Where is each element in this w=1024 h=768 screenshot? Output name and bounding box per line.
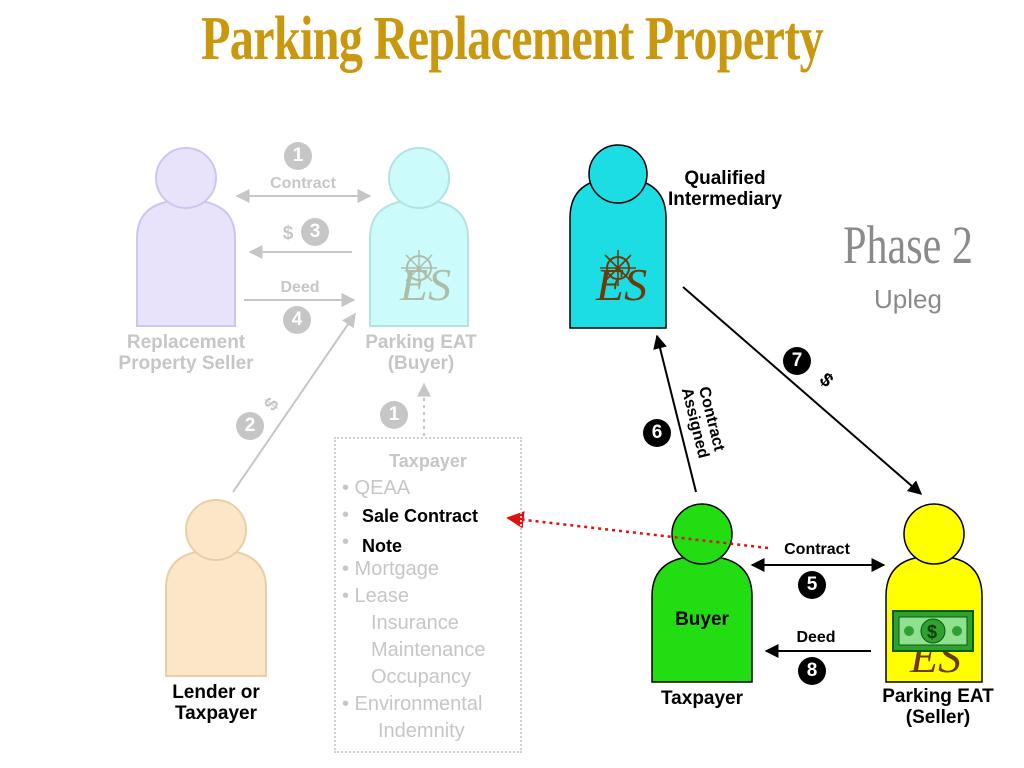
person-head <box>388 147 450 209</box>
person-body <box>136 198 236 327</box>
phase-subtitle: Upleg <box>874 284 942 314</box>
es-logo-icon: ES <box>595 250 647 310</box>
person-body <box>165 548 267 677</box>
step-number-3: 3 <box>301 218 329 246</box>
es-logo-icon: ES <box>399 250 451 310</box>
person-parking-eat-seller: ES $ <box>885 503 983 683</box>
document-list-item: • Mortgage <box>342 558 440 580</box>
document-list-item: • Lease <box>342 585 410 607</box>
highlight-note: Note <box>362 536 402 556</box>
person-replacement-seller <box>136 147 236 327</box>
person-head <box>185 499 247 561</box>
label-replacement-seller: Replacement Property Seller <box>118 332 254 374</box>
label-qualified-intermediary: Qualified Intermediary <box>667 168 783 210</box>
step-number-7: 7 <box>783 347 811 375</box>
document-list-item: Maintenance <box>371 639 486 661</box>
phase-title: Phase 2 <box>843 215 973 275</box>
banknote-icon: $ <box>892 610 974 652</box>
highlight-sale-contract: Sale Contract <box>362 506 479 526</box>
document-list-item: Indemnity <box>378 720 465 742</box>
person-lender <box>165 499 267 677</box>
person-parking-eat-buyer: ES <box>369 147 469 327</box>
banknote-symbol: $ <box>927 622 937 642</box>
label-parking-eat-buyer: Parking EAT (Buyer) <box>365 332 477 374</box>
label-taxpayer: Taxpayer <box>660 688 744 709</box>
flow-label-money: $ <box>282 223 294 244</box>
flow-label-contract: Contract <box>270 175 336 192</box>
label-lender: Lender or Taxpayer <box>172 682 260 724</box>
flow-label-deed-8: Deed <box>796 629 836 646</box>
document-list-title: Taxpayer <box>389 451 467 471</box>
arrow-sale-contract-note <box>506 511 769 550</box>
document-list-item: • QEAA <box>342 477 411 499</box>
step-number-1-docs: 1 <box>380 401 408 429</box>
phase2-arrows <box>653 286 923 658</box>
person-qualified-intermediary: ES <box>569 144 667 329</box>
step-number-1: 1 <box>284 142 312 170</box>
document-list-item: • Environmental <box>342 693 483 715</box>
flow-label-deed: Deed <box>280 279 320 296</box>
step-number-8: 8 <box>798 657 826 685</box>
step-number-5: 5 <box>798 571 826 599</box>
step-number-6: 6 <box>643 419 671 447</box>
logo-lettering: ES <box>399 259 451 310</box>
step-number-4: 4 <box>283 306 311 334</box>
person-head <box>588 144 648 204</box>
phase1-arrows <box>232 189 431 493</box>
step-number-2: 2 <box>236 412 264 440</box>
logo-lettering: ES <box>595 259 647 310</box>
person-head <box>671 503 733 565</box>
person-taxpayer <box>651 503 753 683</box>
document-list-item: • <box>342 504 350 526</box>
document-list-item: • <box>342 531 350 553</box>
arrow-loan <box>232 312 356 493</box>
label-taxpayer-inner: Buyer <box>675 609 729 630</box>
person-head <box>903 503 965 565</box>
person-head <box>155 147 217 209</box>
document-list-item: Occupancy <box>371 666 472 688</box>
arrow-contract-assigned <box>653 334 697 493</box>
flow-label-contract-5: Contract <box>784 541 850 558</box>
document-list-item: Insurance <box>371 612 459 634</box>
document-list-box <box>334 437 522 753</box>
page-title: Parking Replacement Property <box>201 5 824 73</box>
label-parking-eat-seller: Parking EAT (Seller) <box>882 686 994 728</box>
arrow-money-7 <box>682 286 923 495</box>
